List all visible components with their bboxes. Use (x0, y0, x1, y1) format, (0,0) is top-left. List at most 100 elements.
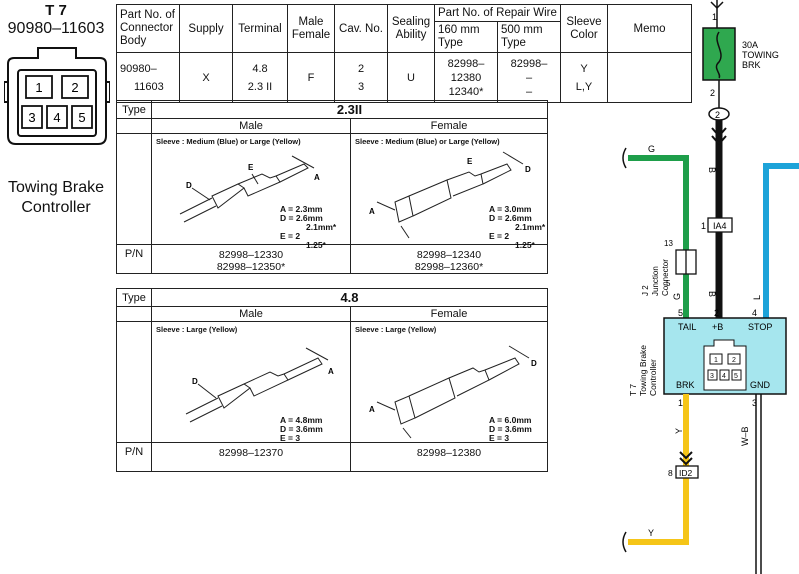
wire-l-label: L (752, 295, 762, 300)
female-48-letter-d: D (531, 359, 537, 368)
female-terminal-23-drawing: A D E (369, 151, 531, 239)
splice-pin: 2 (715, 110, 720, 120)
connector-name-line2: Controller (21, 199, 91, 216)
female-23-spec-d-alt: 2.1mm* (515, 222, 546, 232)
type-23-value: 2.3II (151, 100, 548, 119)
wire-b-label-lower: B (707, 291, 717, 297)
header-memo: Memo (607, 4, 692, 53)
header-supply: Supply (179, 4, 233, 53)
female-48-spec-a: A = 6.0mm (489, 415, 532, 425)
fuse-pin-bottom: 2 (710, 88, 715, 98)
pin-plus-b: 2 (714, 308, 719, 318)
cell-sealing: U (387, 52, 435, 103)
cav-line2: 3 (357, 80, 365, 93)
fuse-pin-top: 1 (712, 12, 717, 22)
header-sealing: Sealing Ability (387, 4, 435, 53)
male-48-letter-d: D (192, 377, 198, 386)
pin-cavity-1 (25, 75, 53, 99)
male-23-letter-d: D (186, 181, 192, 190)
cell-500mm: 82998– – – (497, 52, 561, 103)
male-23-spec-a: A = 2.3mm (280, 204, 323, 214)
cav-line1: 2 (357, 62, 365, 75)
ctrl-pin-2: 2 (732, 357, 736, 364)
brk-label: BRK (676, 380, 695, 390)
female-23-spec-e-alt: 1.25* (515, 240, 535, 250)
wiring-diagram: 1 30A TOWING BRK 2 2 B IA4 1 B 2 G 13 5 … (622, 0, 799, 574)
female-23-spec-d: D = 2.6mm (489, 213, 532, 223)
pin-label-5: 5 (78, 110, 85, 125)
type-23-label: Type (116, 100, 152, 119)
pin-cavity-5 (71, 105, 93, 129)
terminal-line2: 2.3 II (247, 80, 273, 93)
sleeve-line2: L,Y (575, 80, 593, 93)
female-48-spec-e: E = 3 (489, 433, 510, 443)
ia4-pin: 1 (701, 221, 706, 231)
male-23-pn-2: 82998–12350* (216, 261, 286, 273)
pin-cavity-3 (21, 105, 43, 129)
male-terminal-23-drawing: D A E (179, 155, 320, 223)
fuse-icon (715, 31, 722, 79)
pin-stop: 4 (752, 308, 757, 318)
male-23-spec-e-alt: 1.25* (306, 240, 326, 250)
female-23-pn-2: 82998–12360* (414, 261, 484, 273)
female-23-letter-a: A (369, 207, 375, 216)
j2-label-2: Junction (651, 266, 660, 296)
male-23-letter-a: A (314, 173, 320, 182)
fuse-label-3: BRK (742, 60, 761, 70)
terminal-line1: 4.8 (252, 62, 268, 75)
mm500-line1: 82998– (510, 57, 548, 70)
header-160mm: 160 mm Type (434, 21, 498, 53)
male-23-pn-1: 82998–12330 (218, 249, 284, 261)
ctrl-pin-4: 4 (722, 373, 726, 380)
wire-yellow-y (628, 394, 689, 545)
type-48-female-sleeve: Sleeve : Large (Yellow) (355, 325, 437, 334)
header-part-no-body: Part No. of Connector Body (116, 4, 180, 53)
header-terminal: Terminal (232, 4, 288, 53)
ctrl-pin-3: 3 (710, 373, 714, 380)
header-repair-wire: Part No. of Repair Wire (434, 4, 561, 22)
j2-pin-bottom: 5 (666, 279, 671, 288)
j2-pin-top: 13 (664, 239, 673, 248)
t7-label-2: Towing Brake (638, 345, 648, 396)
pin-tail: 5 (678, 308, 683, 318)
male-48-letter-a: A (328, 367, 334, 376)
type-48-value: 4.8 (151, 288, 548, 307)
pin-label-2: 2 (71, 80, 78, 95)
pin-brk: 1 (678, 398, 683, 408)
connector-id: T 7 (45, 2, 67, 19)
type-48-female-pn: 82998–12380 (350, 442, 548, 472)
id2-pin: 8 (668, 468, 673, 478)
male-48-spec-d: D = 3.6mm (280, 424, 323, 434)
type-48-male-pn: 82998–12370 (151, 442, 351, 472)
fuse-label-1: 30A (742, 40, 758, 50)
male-48-specs: A = 4.8mm D = 3.6mm E = 3 (280, 416, 323, 443)
type-23-pn-label: P/N (116, 244, 152, 274)
male-48-spec-e: E = 3 (280, 433, 301, 443)
connector-part-number: 90980–11603 (7, 20, 105, 37)
mm160-line3: 12340* (448, 85, 484, 98)
type-23-male-cell: Sleeve : Medium (Blue) or Large (Yellow)… (151, 133, 351, 250)
fuse-label-2: TOWING (742, 50, 779, 60)
type-48-female-header: Female (350, 306, 548, 322)
sleeve-line1: Y (580, 62, 588, 75)
cell-cav-no: 2 3 (334, 52, 388, 103)
wire-g-label-lower: G (672, 293, 682, 300)
ctrl-pin-1: 1 (714, 357, 718, 364)
connector-name: Towing Brake Controller (0, 178, 112, 218)
cell-160mm: 82998– 12380 12340* (434, 52, 498, 103)
pin-label-1: 1 (35, 80, 42, 95)
pin-gnd: 3 (752, 398, 757, 408)
connector-ia4 (707, 217, 733, 233)
ctrl-pin-5: 5 (734, 373, 738, 380)
wire-y-label-lower: Y (648, 528, 654, 538)
female-48-spec-d: D = 3.6mm (489, 424, 532, 434)
male-terminal-48-drawing: D A (185, 347, 334, 423)
male-23-specs: A = 2.3mm D = 2.6mm 2.1mm* E = 2 1.25* (280, 205, 336, 250)
terminal-type-48-table: Type 4.8 Male Female Sleeve : Large (Yel… (116, 288, 548, 472)
female-48-specs: A = 6.0mm D = 3.6mm E = 3 (489, 416, 532, 443)
fuse-block (702, 27, 736, 81)
type-48-male-cell: Sleeve : Large (Yellow) D A A = 4.8mm D … (151, 321, 351, 443)
plus-b-label: +B (712, 322, 723, 332)
wire-wb-label: W–B (740, 426, 750, 446)
female-23-spec-e: E = 2 (489, 231, 510, 241)
